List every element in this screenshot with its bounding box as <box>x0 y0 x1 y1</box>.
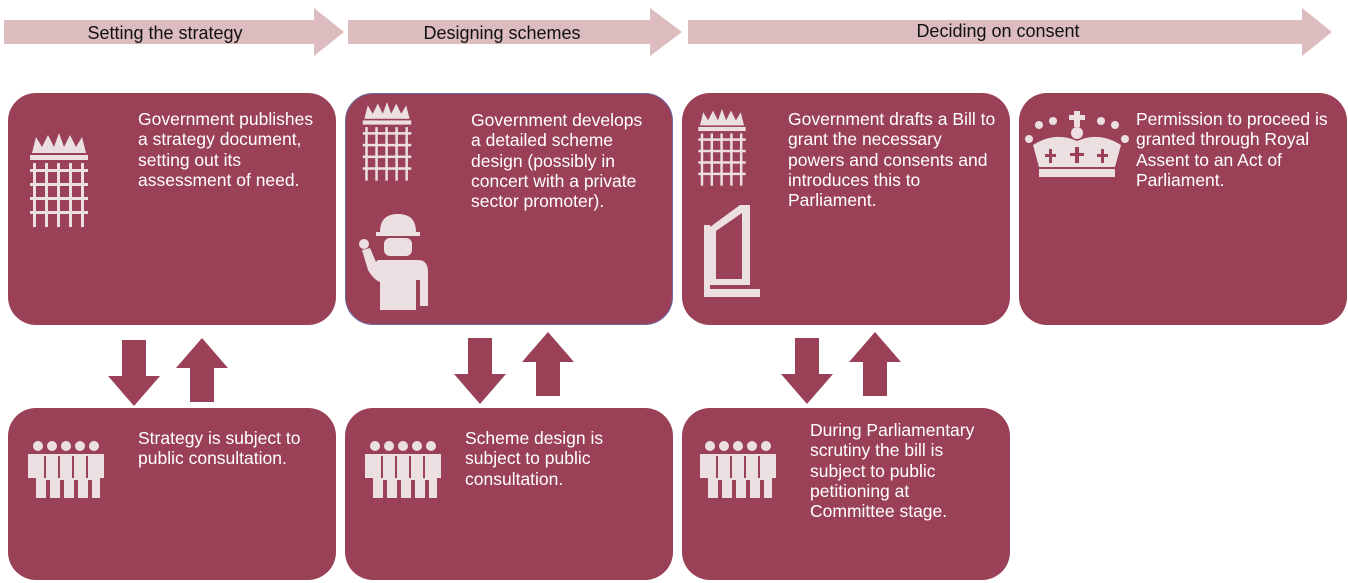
up-arrow-icon <box>849 332 901 396</box>
box-strategy: Government publishes a strategy document… <box>8 93 336 325</box>
crown-icon <box>1025 111 1129 177</box>
people-group-icon <box>28 441 104 498</box>
box-scheme: Government develops a detailed scheme de… <box>345 93 673 325</box>
portcullis-icon <box>698 109 746 186</box>
bill-document-icon <box>704 205 760 297</box>
box-bill-text: Government drafts a Bill to grant the ne… <box>788 109 996 211</box>
box-assent-text: Permission to proceed is granted through… <box>1136 109 1328 190</box>
box-scheme-consultation-text: Scheme design is subject to public consu… <box>465 428 604 489</box>
portcullis-icon <box>362 102 412 181</box>
box-strategy-consultation-text: Strategy is subject to public consultati… <box>138 428 301 469</box>
stage-label-schemes: Designing schemes <box>423 23 581 43</box>
people-group-icon <box>700 441 776 498</box>
box-scheme-text: Government develops a detailed scheme de… <box>471 110 643 212</box>
people-group-icon <box>365 441 441 498</box>
box-scheme-consultation: Scheme design is subject to public consu… <box>345 408 673 580</box>
engineer-icon <box>359 214 428 310</box>
stage-arrow-strategy <box>4 8 344 56</box>
stage-label-strategy: Setting the strategy <box>87 23 243 43</box>
box-strategy-consultation: Strategy is subject to public consultati… <box>8 408 336 580</box>
down-arrow-icon <box>454 338 506 404</box>
stage-label-consent: Deciding on consent <box>916 21 1080 41</box>
box-strategy-text: Government publishes a strategy document… <box>138 109 314 190</box>
stage-arrow-schemes <box>348 8 682 56</box>
portcullis-icon <box>30 133 88 227</box>
box-petitioning: During Parliamentary scrutiny the bill i… <box>682 408 1010 580</box>
down-arrow-icon <box>108 340 160 406</box>
up-arrow-icon <box>176 338 228 402</box>
box-petitioning-text: During Parliamentary scrutiny the bill i… <box>810 420 975 522</box>
up-arrow-icon <box>522 332 574 396</box>
box-assent: Permission to proceed is granted through… <box>1019 93 1347 325</box>
down-arrow-icon <box>781 338 833 404</box>
box-bill: Government drafts a Bill to grant the ne… <box>682 93 1010 325</box>
stage-arrow-consent <box>688 8 1332 56</box>
